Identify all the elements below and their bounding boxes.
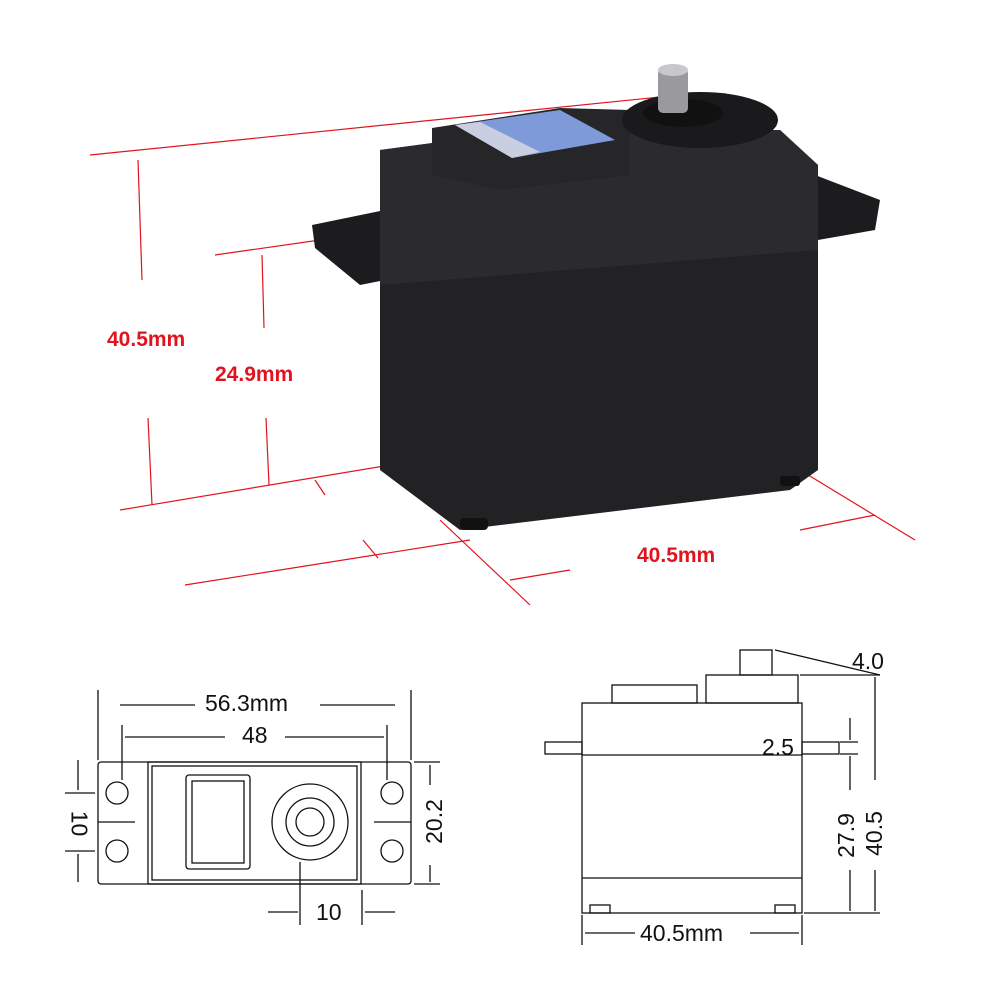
width-label: 20.2	[420, 799, 447, 844]
tab-thickness-label: 2.5	[762, 734, 794, 760]
hole-spacing-label: 48	[242, 722, 268, 748]
depth-dimension-label: 40.5mm	[637, 544, 716, 567]
total-height-label: 40.5	[860, 811, 887, 856]
spline-height-label: 4.0	[852, 648, 884, 674]
servo-photo	[312, 64, 880, 530]
height-dimension-label: 40.5mm	[107, 328, 186, 351]
overall-length-label: 56.3mm	[205, 690, 289, 716]
shaft-offset-label: 10	[316, 899, 342, 925]
body-height-dimension-label: 24.9mm	[215, 363, 294, 386]
tab-height-label: 27.9	[832, 813, 859, 858]
technical-drawings	[65, 649, 881, 945]
hole-pitch-label: 10	[66, 810, 93, 837]
side-length-label: 40.5mm	[640, 920, 724, 946]
red-dimension-lines	[89, 96, 916, 606]
